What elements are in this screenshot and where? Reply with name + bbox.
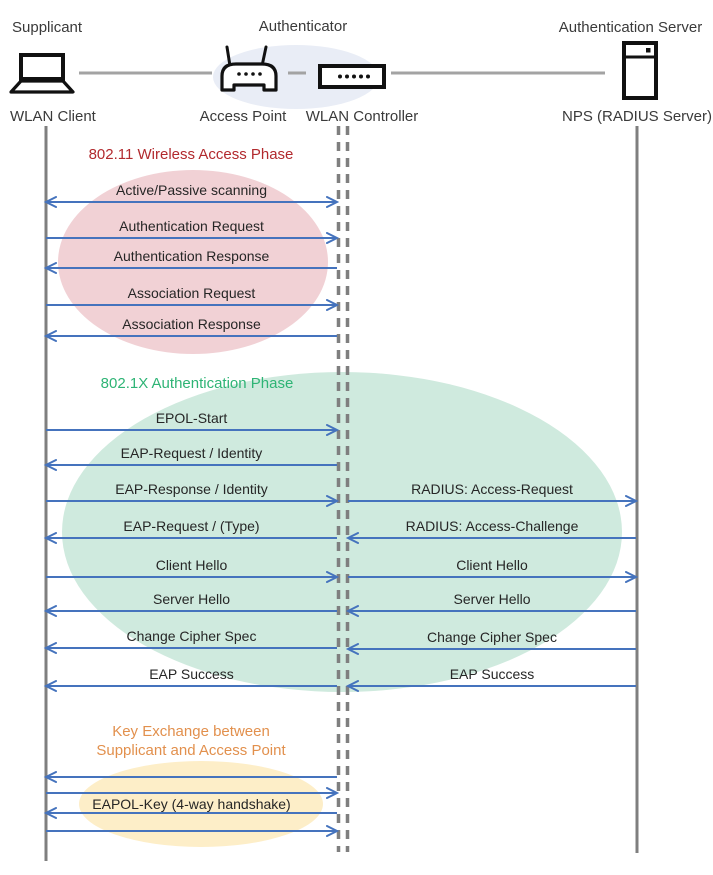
phase-title-80211-wireless-access: 802.11 Wireless Access Phase bbox=[88, 146, 294, 163]
phase-title-key-exchange-line1: Key Exchange between bbox=[112, 723, 270, 740]
message-label: EAP Success bbox=[449, 666, 535, 682]
message-label: Active/Passive scanning bbox=[116, 182, 267, 198]
laptop-icon bbox=[9, 53, 75, 94]
message-label: Server Hello bbox=[453, 591, 531, 607]
message-label: RADIUS: Access-Request bbox=[411, 481, 573, 497]
message-arrows-layer bbox=[43, 196, 639, 837]
role-label-authentication-server: Authentication Server bbox=[558, 19, 703, 36]
access-point-icon bbox=[220, 45, 278, 92]
phase-title-8021x-authentication: 802.1X Authentication Phase bbox=[100, 375, 294, 392]
authenticator-group-ellipse bbox=[213, 45, 379, 109]
message-label: EAP-Response / Identity bbox=[115, 481, 268, 497]
message-label: Authentication Response bbox=[113, 248, 270, 264]
message-label: RADIUS: Access-Challenge bbox=[405, 518, 579, 534]
server-icon bbox=[622, 41, 658, 100]
message-label: Association Request bbox=[127, 285, 256, 301]
role-label-authenticator: Authenticator bbox=[258, 18, 348, 35]
message-label: EAP Success bbox=[149, 666, 234, 682]
key-exchange-phase-ellipse bbox=[79, 761, 323, 847]
message-label: EAPOL-Key (4-way handshake) bbox=[92, 796, 291, 812]
message-label: EAP-Request / Identity bbox=[120, 445, 263, 461]
device-label-nps-radius-server: NPS (RADIUS Server) bbox=[561, 108, 713, 125]
wlan-controller-icon bbox=[318, 64, 386, 89]
device-label-wlan-client: WLAN Client bbox=[10, 108, 96, 125]
phase-title-key-exchange-line2: Supplicant and Access Point bbox=[96, 742, 286, 759]
device-label-wlan-controller: WLAN Controller bbox=[305, 108, 419, 125]
message-label: Client Hello bbox=[155, 557, 228, 573]
message-label: Server Hello bbox=[152, 591, 231, 607]
role-label-supplicant: Supplicant bbox=[12, 19, 83, 36]
message-label: Change Cipher Spec bbox=[126, 628, 257, 644]
phase-title-key-exchange: Key Exchange between Supplicant and Acce… bbox=[46, 722, 336, 760]
message-label: Change Cipher Spec bbox=[427, 629, 557, 645]
device-label-access-point: Access Point bbox=[199, 108, 287, 125]
message-label: Client Hello bbox=[456, 557, 528, 573]
wireless-phase-ellipse bbox=[58, 170, 328, 354]
message-label: EAP-Request / (Type) bbox=[123, 518, 260, 534]
message-label: Association Response bbox=[122, 316, 261, 332]
message-label: Authentication Request bbox=[119, 218, 264, 234]
message-label: EPOL-Start bbox=[155, 410, 228, 426]
